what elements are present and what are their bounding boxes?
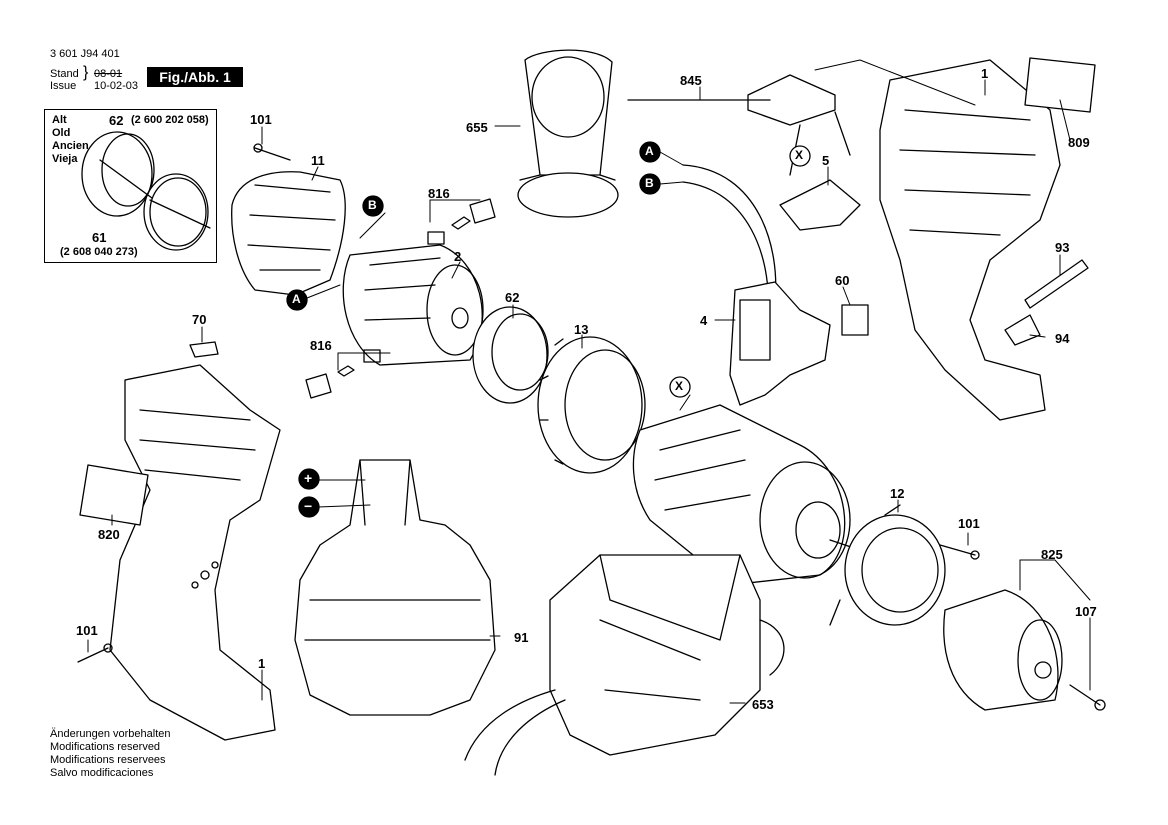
ring-62-drawing: [472, 306, 549, 404]
gearbox-cover-12-drawing: [829, 504, 946, 626]
ring-13-drawing: [537, 336, 646, 474]
part-60-drawing: [841, 304, 869, 336]
doc-number: 3 601 J94 401: [50, 48, 120, 60]
marker-b-2: B: [368, 198, 377, 212]
callout-825: 825: [1041, 547, 1063, 562]
marker-a-circle-2: [286, 289, 308, 311]
housing-half-1-drawing: [879, 59, 1061, 421]
marker-x-circle: [789, 145, 811, 167]
switch-cover-845-drawing: [627, 74, 851, 176]
marker-circles: [286, 141, 811, 518]
stand-date: 08-01: [94, 68, 123, 80]
marker-x: X: [795, 148, 804, 162]
marker-plus: +: [304, 470, 313, 486]
chuck-825-drawing: [943, 589, 1063, 711]
part-5-drawing: [779, 179, 861, 231]
figure-label: Fig./Abb. 1: [147, 67, 243, 87]
screw-107-drawing: [1069, 684, 1106, 711]
marker-a: A: [645, 144, 654, 158]
legend-part-62: 62: [109, 113, 124, 128]
brush-set-816-bottom-drawing: [305, 349, 381, 399]
lang-label: Ancien: [52, 140, 89, 152]
callout-60: 60: [835, 273, 850, 288]
legend-part-62-number: (2 600 202 058): [131, 114, 209, 126]
marker-x-circle-2: [669, 376, 691, 398]
charger-653-drawing: [464, 554, 785, 776]
marker-minus-circle: [298, 496, 320, 518]
footer-note: Modifications reserved: [50, 741, 161, 753]
marker-x-2: X: [675, 379, 684, 393]
legend-lang-list: Alt Old Ancien Vieja: [52, 114, 89, 166]
callout-845: 845: [680, 73, 702, 88]
callout-12: 12: [890, 486, 905, 501]
bit-93-drawing: [1024, 259, 1089, 309]
stand-label: Stand: [50, 68, 79, 80]
motor-2-drawing: [342, 244, 484, 366]
marker-b: B: [645, 176, 654, 190]
marker-b-circle-2: [362, 195, 384, 217]
callout-94: 94: [1055, 331, 1070, 346]
callout-101-left: 101: [76, 623, 98, 638]
footer-note: Änderungen vorbehalten: [50, 728, 171, 740]
legend-ring-62-drawing: [81, 131, 155, 217]
callout-653: 653: [752, 697, 774, 712]
footer-note: Modifications reservees: [50, 754, 166, 766]
lang-label: Vieja: [52, 153, 78, 165]
callout-5: 5: [822, 153, 830, 168]
callout-2: 2: [454, 249, 462, 264]
callout-4: 4: [700, 313, 708, 328]
marker-minus: −: [304, 498, 313, 514]
housing-half-1-left-drawing: [109, 364, 281, 741]
footer-notes: Änderungen vorbehalten Modifications res…: [50, 728, 170, 780]
legend-part-61-number: (2 608 040 273): [60, 246, 138, 258]
callout-1: 1: [981, 66, 989, 81]
legend-ring-61-drawing: [143, 173, 211, 251]
footer-note: Salvo modificaciones: [50, 767, 154, 779]
lang-label: Old: [52, 127, 71, 139]
callout-107: 107: [1075, 604, 1097, 619]
motor-housing-11-drawing: [231, 143, 346, 296]
callout-820: 820: [98, 527, 120, 542]
light-nozzle-655-drawing: [517, 49, 619, 218]
marker-a-2: A: [292, 292, 301, 306]
callout-11: 11: [311, 153, 325, 168]
switch-4-drawing: [729, 281, 831, 406]
label-820-drawing: [79, 464, 149, 526]
screw-101-left-drawing: [77, 643, 113, 663]
marker-a-circle: [639, 141, 661, 163]
callout-62: 62: [505, 290, 520, 305]
leader-lines: [87, 59, 1091, 704]
callout-816-lower: 816: [310, 338, 332, 353]
callout-70: 70: [192, 312, 207, 327]
marker-b-circle: [639, 173, 661, 195]
lang-label: Alt: [52, 114, 67, 126]
issue-date: 10-02-03: [94, 80, 139, 92]
legend-box: [44, 109, 217, 263]
legend-part-61: 61: [92, 230, 107, 245]
marker-plus-circle: [298, 468, 320, 490]
label-809-drawing: [1024, 57, 1096, 113]
callout-809: 809: [1068, 135, 1090, 150]
brace-glyph: }: [83, 64, 89, 81]
brush-set-816-top-drawing: [427, 198, 496, 245]
issue-label: Issue: [50, 80, 77, 92]
callout-816: 816: [428, 186, 450, 201]
clip-70-drawing: [189, 341, 219, 358]
gearbox-drawing: [632, 404, 861, 586]
callout-655: 655: [466, 120, 488, 135]
callout-101: 101: [250, 112, 272, 127]
callout-101-right: 101: [958, 516, 980, 531]
callout-1-lower: 1: [258, 656, 266, 671]
clip-94-drawing: [1004, 314, 1041, 346]
screw-101-right-drawing: [939, 544, 980, 560]
battery-91-drawing: [294, 459, 496, 716]
callout-91: 91: [514, 630, 529, 645]
callout-93: 93: [1055, 240, 1070, 255]
callout-13: 13: [574, 322, 589, 337]
